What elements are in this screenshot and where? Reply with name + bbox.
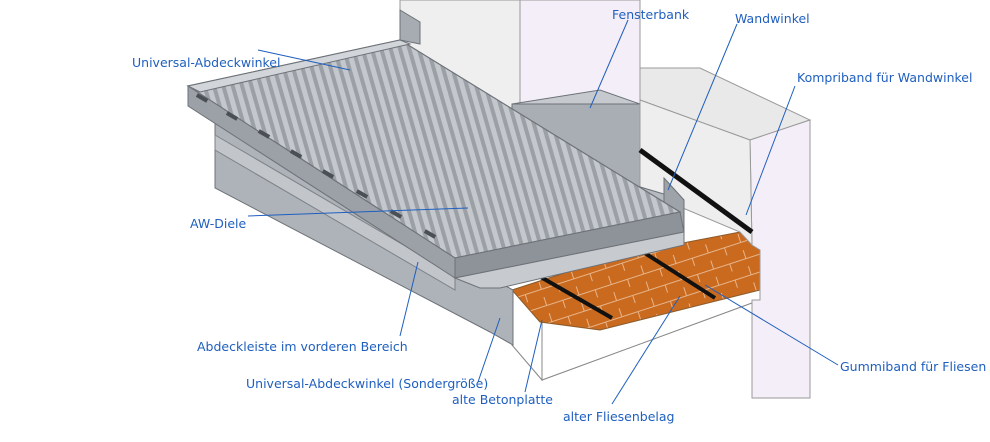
label-universal-sondergroesse: Universal-Abdeckwinkel (Sondergröße)	[246, 376, 489, 391]
label-alter-fliesenbelag: alter Fliesenbelag	[563, 409, 675, 424]
universal-cover-angle	[186, 9, 421, 93]
label-gummiband: Gummiband für Fliesen	[840, 359, 987, 374]
leader-lines	[247, 19, 839, 405]
label-wandwinkel: Wandwinkel	[735, 11, 810, 26]
label-kompriband: Kompriband für Wandwinkel	[797, 70, 973, 85]
label-fensterbank: Fensterbank	[612, 7, 690, 22]
label-universal-abdeckwinkel: Universal-Abdeckwinkel	[132, 55, 281, 70]
label-alte-betonplatte: alte Betonplatte	[452, 392, 553, 407]
label-abdeckleiste: Abdeckleiste im vorderen Bereich	[197, 339, 408, 354]
front-slots	[195, 93, 437, 239]
deck-board	[186, 39, 685, 289]
side-wall	[638, 67, 812, 399]
label-aw-diele: AW-Diele	[190, 216, 247, 231]
